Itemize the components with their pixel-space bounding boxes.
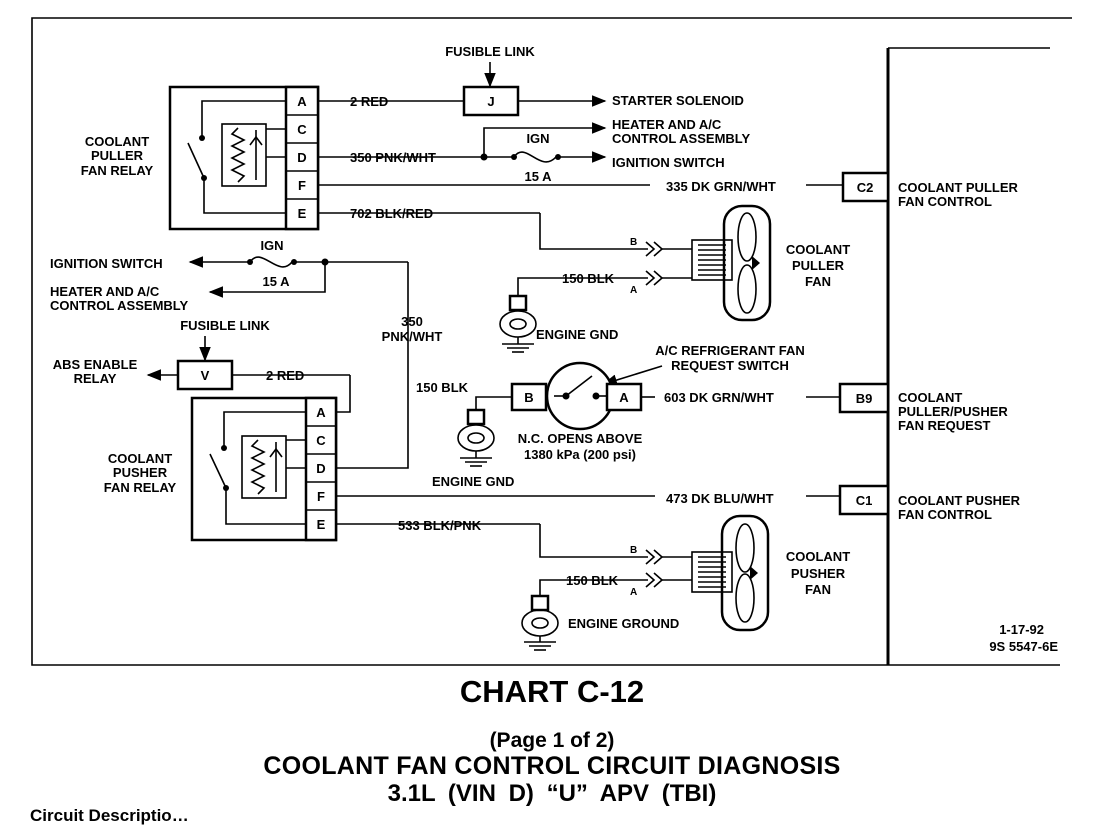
wire-603-dk-grn-wht: 603 DK GRN/WHT [664, 390, 774, 405]
wire-2-red-left: 2 RED [266, 368, 304, 383]
puller-fan-label-1: COOLANT [786, 242, 850, 257]
chart-subtitle: COOLANT FAN CONTROL CIRCUIT DIAGNOSIS [263, 752, 841, 780]
wire-473-dk-blu-wht: 473 DK BLU/WHT [666, 491, 774, 506]
fusible-link-v-connector: V [201, 368, 210, 383]
dest-ignition-switch-top: IGNITION SWITCH [612, 155, 725, 170]
ecm-pin-b9 [838, 382, 890, 414]
chart-page-indicator: (Page 1 of 2) [489, 729, 615, 752]
section-heading-partial: Circuit Descriptio… [30, 806, 189, 825]
switch-pin-a: A [619, 390, 629, 405]
fuse-left-rating: 15 A [263, 274, 291, 289]
puller-relay-label-3: FAN RELAY [81, 163, 154, 178]
ecm-pin-b9-label: B9 [856, 391, 873, 406]
ecm-c1-desc-2: FAN CONTROL [898, 507, 992, 522]
puller-relay-label-1: COOLANT [85, 134, 149, 149]
pusher-pin-a: A [316, 405, 326, 420]
ecm-b9-desc-2: PULLER/PUSHER [898, 404, 1008, 419]
pusher-relay-label-3: FAN RELAY [104, 480, 177, 495]
wire-150-blk-pusher: 150 BLK [566, 573, 619, 588]
switch-note-2: 1380 kPa (200 psi) [524, 447, 636, 462]
coolant-pusher-fan-relay: A C D F E [190, 396, 338, 542]
coolant-pusher-fan [691, 514, 770, 632]
wire-350-pnk-wht-top: 350 PNK/WHT [350, 150, 436, 165]
pusher-relay-label-1: COOLANT [108, 451, 172, 466]
wire-150-blk-left: 150 BLK [416, 380, 469, 395]
ground-label-pusher: ENGINE GROUND [568, 616, 679, 631]
wire-335-dk-grn-wht: 335 DK GRN/WHT [666, 179, 776, 194]
fusible-link-left-label: FUSIBLE LINK [180, 318, 270, 333]
dest-starter-solenoid: STARTER SOLENOID [612, 93, 744, 108]
ecm-module [886, 47, 1050, 665]
chart-title: CHART C-12 [459, 674, 645, 709]
coolant-puller-fan-relay: A C D F E [168, 85, 320, 231]
ground-label-switch: ENGINE GND [432, 474, 514, 489]
wire-533-blk-pnk: 533 BLK/PNK [398, 518, 482, 533]
pusher-fan-label-2: PUSHER [791, 566, 846, 581]
puller-pin-f: F [298, 178, 306, 193]
dest-abs-1: ABS ENABLE [53, 357, 138, 372]
ground-label-puller: ENGINE GND [536, 327, 618, 342]
ecm-b9-desc-1: COOLANT [898, 390, 962, 405]
fuse-top-label: IGN [526, 131, 549, 146]
puller-pin-c: C [297, 122, 307, 137]
pusher-pin-c: C [316, 433, 326, 448]
ecm-pin-c2 [841, 171, 890, 203]
switch-title-2: REQUEST SWITCH [671, 358, 789, 373]
ecm-b9-desc-3: FAN REQUEST [898, 418, 991, 433]
ecm-pin-c1 [838, 484, 890, 516]
pusher-pin-d: D [316, 461, 325, 476]
pusher-pin-e: E [317, 517, 326, 532]
ecm-c2-desc-2: FAN CONTROL [898, 194, 992, 209]
pusher-fan-label-3: FAN [805, 582, 831, 597]
ecm-c1-desc-1: COOLANT PUSHER [898, 493, 1021, 508]
engine-ground-puller [499, 294, 537, 353]
wire-150-blk-puller: 150 BLK [562, 271, 615, 286]
puller-pin-e: E [298, 206, 307, 221]
engine-ground-switch [457, 408, 495, 467]
ecm-pin-c2-label: C2 [857, 180, 874, 195]
switch-title-1: A/C REFRIGERANT FAN [655, 343, 805, 358]
pusher-fan-label-1: COOLANT [786, 549, 850, 564]
wire-702-blk-red: 702 BLK/RED [350, 206, 433, 221]
fusible-link-j [462, 85, 520, 117]
dest-heater-left-1: HEATER AND A/C [50, 284, 160, 299]
diagram-frame [31, 17, 1072, 666]
puller-pin-d: D [297, 150, 306, 165]
puller-fan-label-3: FAN [805, 274, 831, 289]
fusible-link-top-label: FUSIBLE LINK [445, 44, 535, 59]
pusher-fan-pin-a: A [630, 587, 637, 598]
fuse-left-label: IGN [260, 238, 283, 253]
wire-350-mid-2: PNK/WHT [382, 329, 443, 344]
pusher-pin-f: F [317, 489, 325, 504]
pusher-fan-pin-b: B [630, 545, 637, 556]
chart-model: 3.1L (VIN D) “U” APV (TBI) [387, 780, 717, 807]
dest-heater-top-2: CONTROL ASSEMBLY [612, 131, 751, 146]
puller-fan-label-2: PULLER [792, 258, 845, 273]
wire-350-mid-1: 350 [401, 314, 423, 329]
dest-abs-2: RELAY [74, 371, 117, 386]
switch-pin-b: B [524, 390, 533, 405]
coolant-puller-fan [691, 204, 772, 322]
ac-refrigerant-fan-request-switch [510, 361, 643, 431]
puller-relay-label-2: PULLER [91, 148, 144, 163]
puller-fan-pin-b: B [630, 237, 637, 248]
pusher-relay-label-2: PUSHER [113, 465, 168, 480]
diagram-doc-number: 9S 5547-6E [989, 639, 1058, 654]
diagram-date: 1-17-92 [999, 622, 1044, 637]
switch-note-1: N.C. OPENS ABOVE [518, 431, 643, 446]
dest-heater-left-2: CONTROL ASSEMBLY [50, 298, 189, 313]
dest-heater-top-1: HEATER AND A/C [612, 117, 722, 132]
wire-2-red-top: 2 RED [350, 94, 388, 109]
puller-pin-a: A [297, 94, 307, 109]
fusible-link-j-connector: J [487, 94, 494, 109]
ecm-c2-desc-1: COOLANT PULLER [898, 180, 1018, 195]
dest-ignition-switch-left: IGNITION SWITCH [50, 256, 163, 271]
puller-fan-pin-a: A [630, 285, 637, 296]
engine-ground-pusher [521, 594, 559, 651]
fuse-top-rating: 15 A [525, 169, 553, 184]
ecm-pin-c1-label: C1 [856, 493, 873, 508]
